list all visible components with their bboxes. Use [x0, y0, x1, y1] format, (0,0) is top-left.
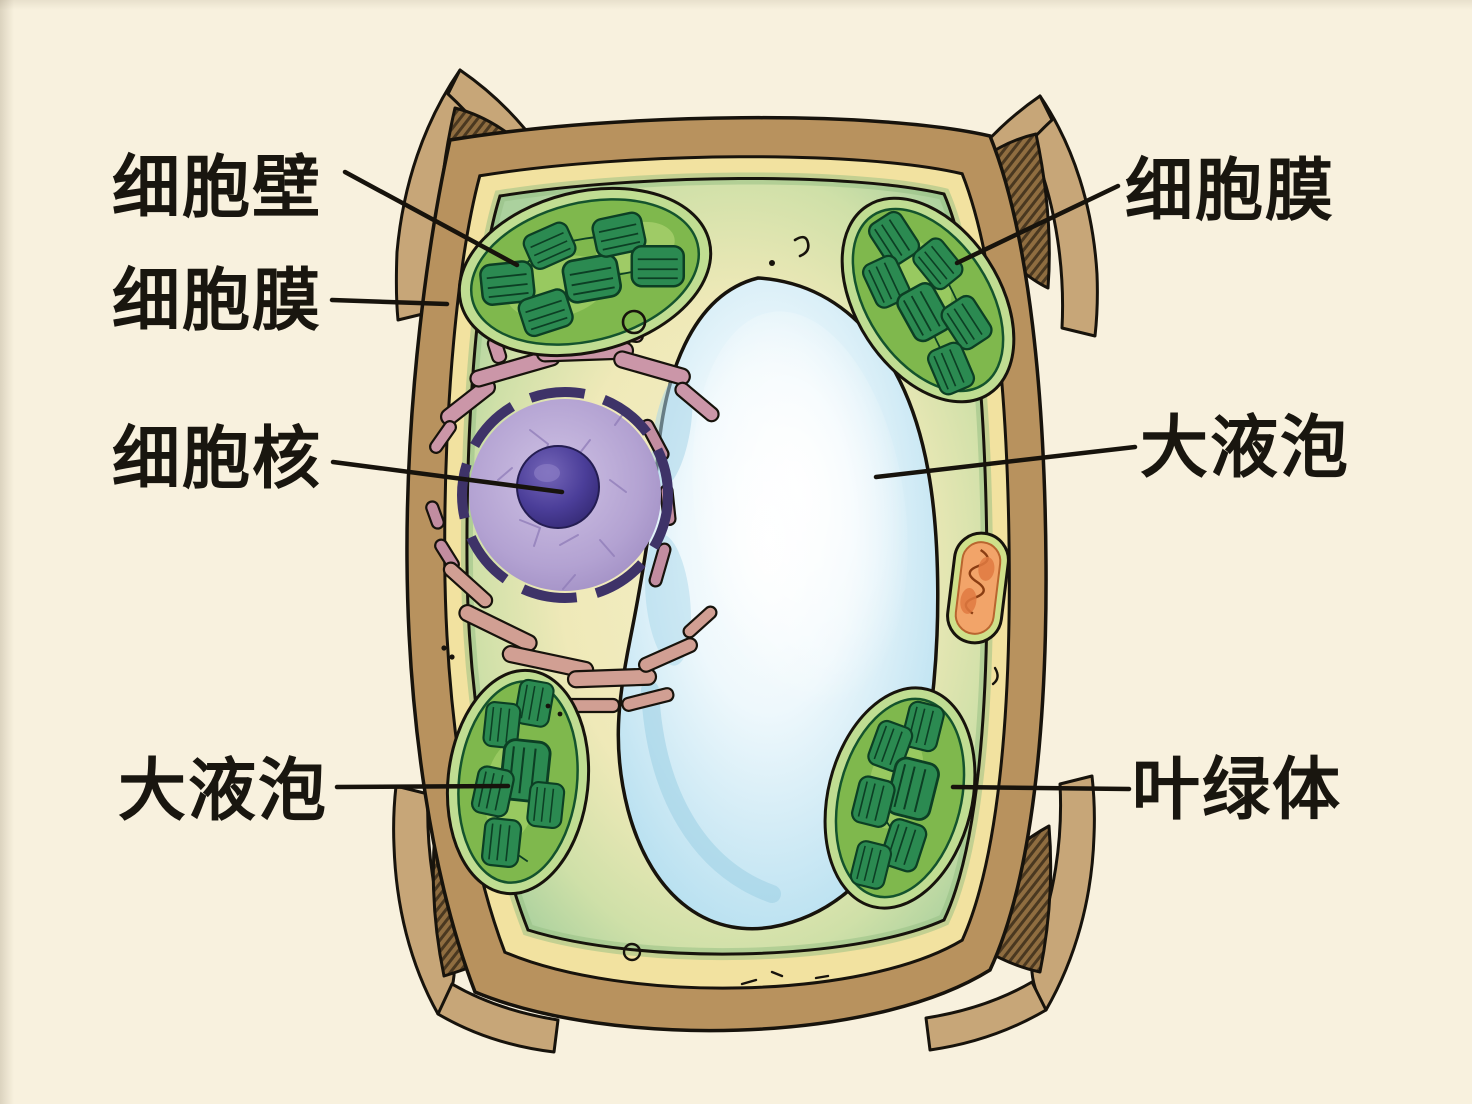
endoplasmic-reticulum	[425, 315, 720, 714]
label-cell-membrane-right: 细胞膜	[1125, 151, 1335, 231]
nuclear-envelope	[457, 387, 673, 603]
chloroplast-top-right	[840, 196, 1016, 404]
labels: 细胞壁 细胞膜 细胞核 大液泡 细胞膜 大液泡 叶绿体	[112, 148, 1350, 831]
label-cell-membrane-left: 细胞膜	[112, 261, 322, 341]
label-vacuole-right: 大液泡	[1140, 408, 1350, 488]
label-vacuole-left: 大液泡	[118, 751, 328, 831]
leader-line-cell-membrane-right	[954, 183, 1121, 266]
label-cell-wall: 细胞壁	[112, 148, 322, 228]
vacuole-highlight	[692, 311, 908, 709]
chloroplast-top-left	[457, 186, 713, 358]
mitochondrion	[946, 531, 1010, 645]
nucleus	[457, 387, 673, 603]
cell-membrane-line	[465, 177, 989, 956]
cytoplasm-specks	[441, 235, 999, 986]
leader-line-vacuole-left	[334, 783, 511, 790]
leader-lines	[329, 169, 1138, 792]
leader-line-chloroplast-right	[950, 784, 1132, 792]
leader-line-cell-wall	[342, 169, 520, 268]
leader-line-vacuole-right	[873, 444, 1138, 480]
label-chloroplast-right: 叶绿体	[1132, 750, 1342, 830]
leader-line-cell-membrane-left	[329, 297, 450, 307]
leader-line-nucleus	[330, 459, 565, 495]
chloroplast-bottom-left	[445, 668, 591, 896]
label-nucleus: 细胞核	[112, 419, 322, 499]
chloroplast-bottom-right	[823, 686, 977, 910]
